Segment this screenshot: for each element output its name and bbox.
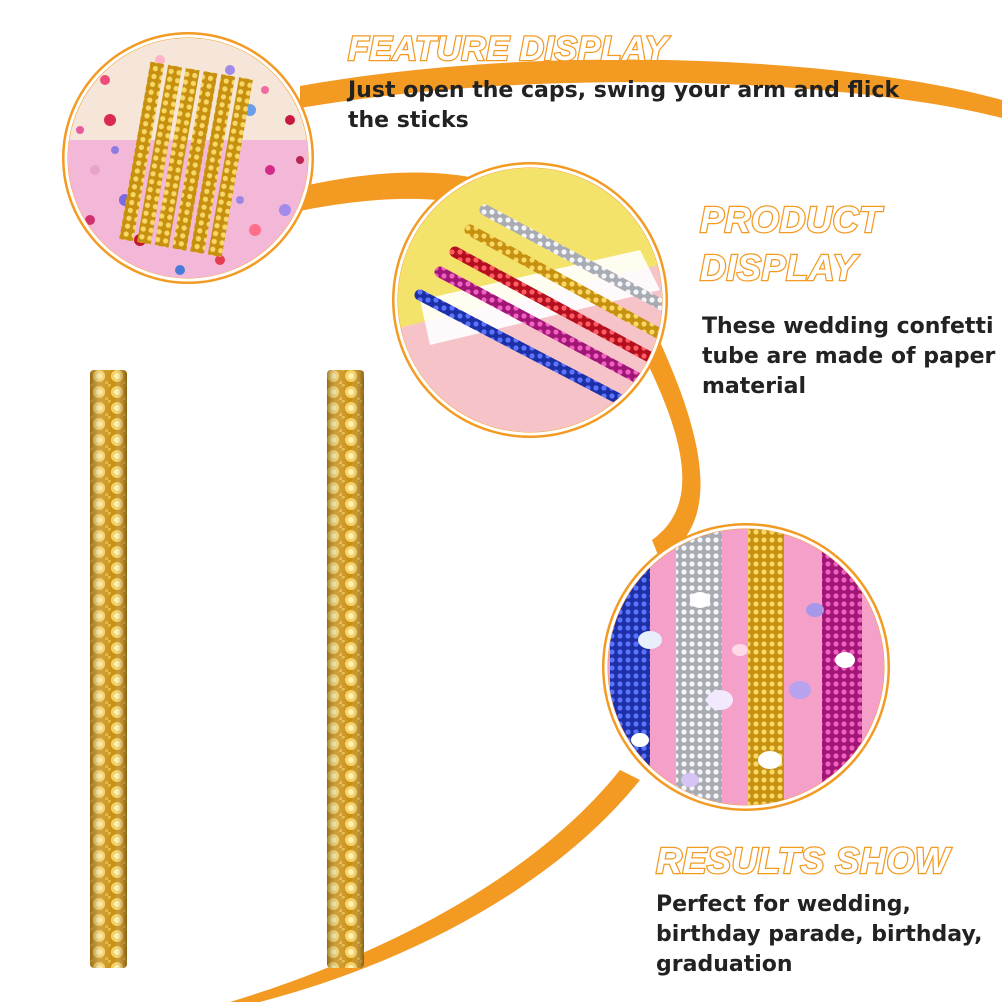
product-display-text: These wedding confetti tube are made of … [702,314,996,399]
results-show-heading: RESULTS SHOW [655,839,950,883]
feature-photo [62,32,314,284]
colored-tubes [414,204,662,416]
tube-bundle [119,61,253,257]
feature-display-heading: FEATURE DISPLAY [347,29,669,70]
product-photo [392,162,668,438]
results-photo [602,523,890,811]
falling-confetti [631,592,855,787]
gold-tube-left [90,370,127,968]
gold-tube-right [327,370,364,968]
product-display-heading: PRODUCT DISPLAY [699,198,883,290]
results-show-text: Perfect for wedding, birthday parade, bi… [656,892,983,977]
feature-display-text: Just open the caps, swing your arm and f… [348,78,900,133]
